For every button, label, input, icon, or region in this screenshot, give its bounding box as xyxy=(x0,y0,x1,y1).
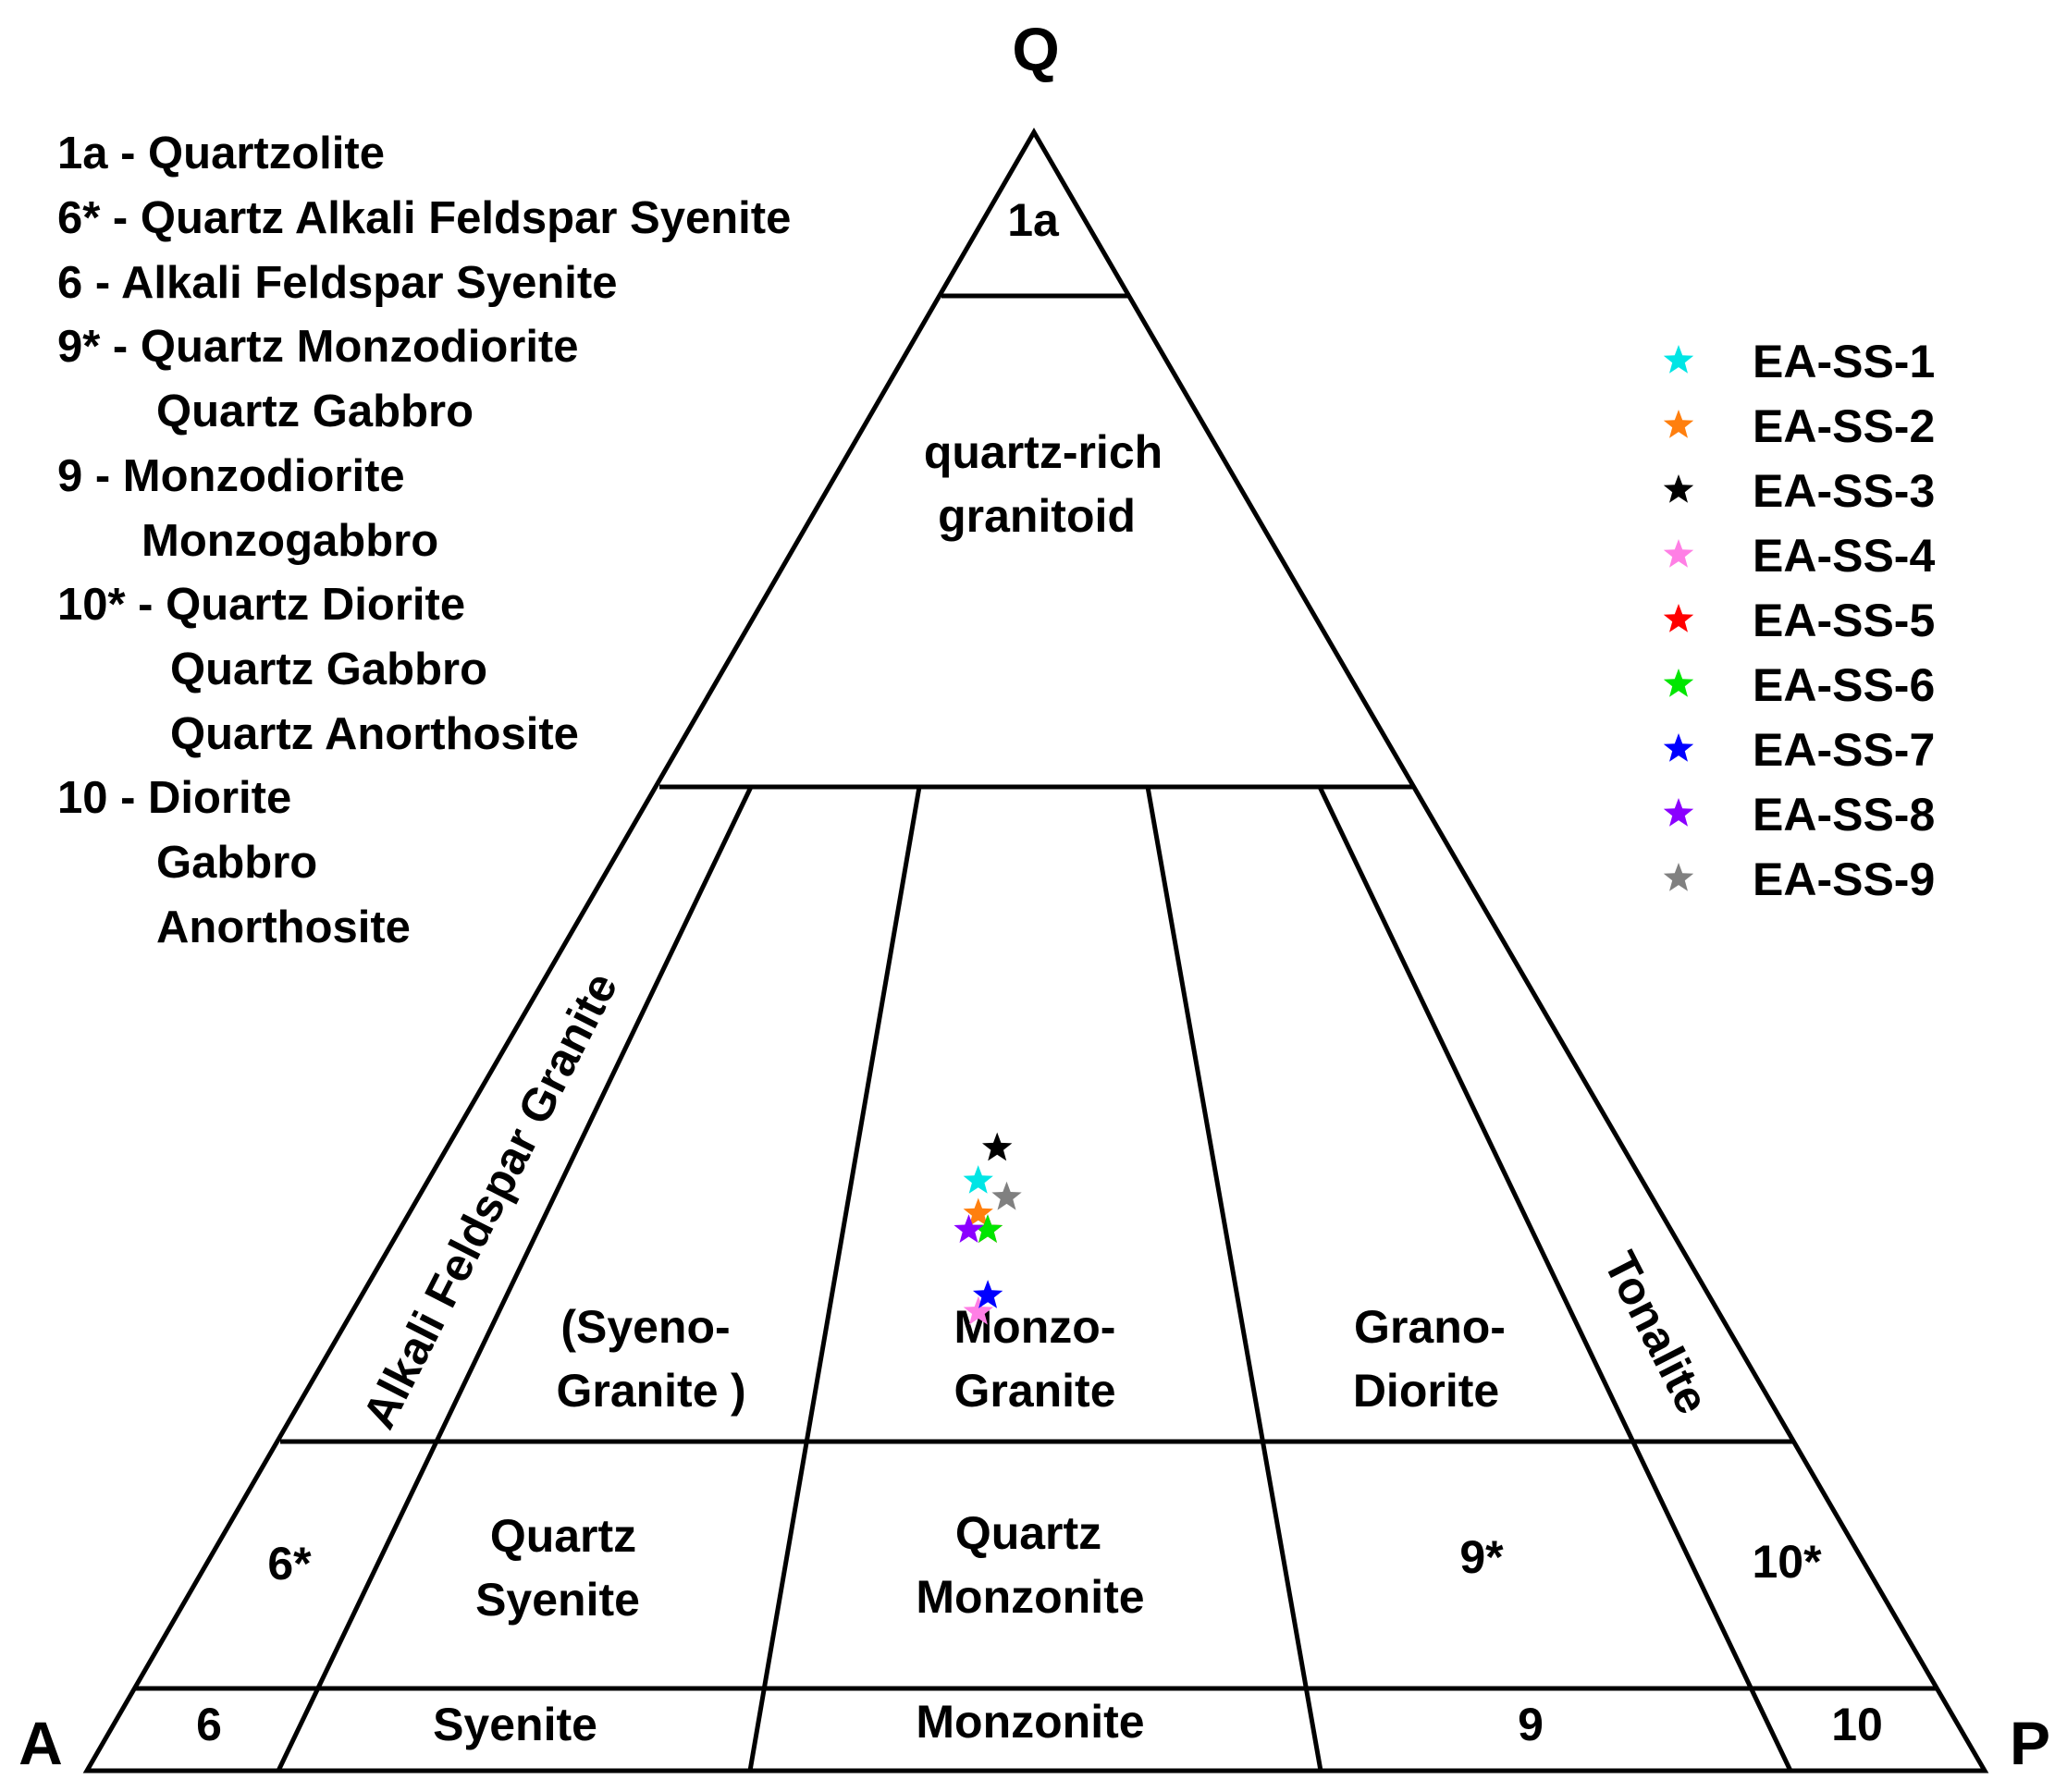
legend-marker xyxy=(1663,669,1694,697)
legend-label: EA-SS-1 xyxy=(1753,336,1935,387)
key-line: Quartz Anorthosite xyxy=(170,709,579,759)
field-label-quartz-monzonite-line2: Monzonite xyxy=(916,1571,1144,1623)
field-label-grano-diorite-line1: Grano- xyxy=(1354,1301,1506,1353)
field-label-6: 6 xyxy=(196,1699,222,1750)
sample-point-ea-ss-6 xyxy=(972,1214,1003,1243)
legend-marker xyxy=(1663,733,1694,762)
field-label-grano-diorite-line2: Diorite xyxy=(1353,1365,1499,1417)
field-label-syeno-granite-line1: (Syeno- xyxy=(560,1301,730,1353)
sample-point-ea-ss-7 xyxy=(973,1280,1003,1308)
sample-point-ea-ss-2 xyxy=(963,1197,993,1227)
boundary-p10 xyxy=(276,785,754,1773)
key-line: Anorthosite xyxy=(156,902,411,952)
field-label-9: 9 xyxy=(1518,1699,1544,1750)
field-label-10star: 10* xyxy=(1752,1536,1822,1588)
legend-label: EA-SS-6 xyxy=(1753,659,1935,711)
legend-label: EA-SS-9 xyxy=(1753,853,1935,905)
field-boundaries xyxy=(82,128,1989,1774)
key-line: Quartz Gabbro xyxy=(170,644,487,694)
legend-marker xyxy=(1663,474,1694,503)
sample-point-ea-ss-9 xyxy=(991,1181,1022,1210)
sample-point-ea-ss-3 xyxy=(982,1132,1013,1161)
legend-marker xyxy=(1663,604,1694,632)
sample-point-ea-ss-1 xyxy=(963,1165,993,1194)
legend-label: EA-SS-7 xyxy=(1753,724,1935,776)
legend-label: EA-SS-2 xyxy=(1753,400,1935,452)
legend: EA-SS-1EA-SS-2EA-SS-3EA-SS-4EA-SS-5EA-SS… xyxy=(1663,336,1935,905)
legend-label: EA-SS-5 xyxy=(1753,595,1935,646)
key-line: Gabbro xyxy=(156,838,317,888)
field-label-9star: 9* xyxy=(1459,1531,1504,1583)
boundary-p90 xyxy=(1317,785,1793,1773)
key-line: 6* - Quartz Alkali Feldspar Syenite xyxy=(57,193,791,243)
field-label-syeno-granite-paren: ) xyxy=(731,1365,746,1417)
field-label-monzonite: Monzonite xyxy=(916,1696,1144,1748)
field-label-syenite: Syenite xyxy=(433,1699,597,1750)
legend-marker xyxy=(1663,410,1694,438)
key-line: 9 - Monzodiorite xyxy=(57,451,405,501)
field-label-quartz-syenite-line2: Syenite xyxy=(475,1574,640,1626)
field-label-quartz-monzonite-line1: Quartz xyxy=(955,1507,1101,1559)
key-line: Monzogabbro xyxy=(141,516,438,566)
legend-label: EA-SS-3 xyxy=(1753,465,1935,517)
field-label-syeno-granite-line2: Granite xyxy=(556,1365,718,1417)
corner-label-q: Q xyxy=(1012,15,1059,83)
key-line: 9* - Quartz Monzodiorite xyxy=(57,322,579,372)
key-line: 10* - Quartz Diorite xyxy=(57,580,465,630)
field-label-10: 10 xyxy=(1831,1699,1883,1750)
legend-marker xyxy=(1663,345,1694,374)
sample-point-ea-ss-8 xyxy=(954,1214,984,1243)
field-label-1a: 1a xyxy=(1007,194,1060,246)
triangle-outline xyxy=(82,128,1989,1774)
legend-marker xyxy=(1663,863,1694,891)
field-key: 1a - Quartzolite 6* - Quartz Alkali Feld… xyxy=(57,129,791,952)
legend-label: EA-SS-8 xyxy=(1753,789,1935,841)
key-line: 10 - Diorite xyxy=(57,773,291,823)
corner-label-a: A xyxy=(18,1709,63,1777)
field-label-monzo-granite-line2: Granite xyxy=(954,1365,1115,1417)
key-line: 6 - Alkali Feldspar Syenite xyxy=(57,258,617,308)
boundary-p35 xyxy=(747,786,922,1772)
legend-marker xyxy=(1663,539,1694,568)
field-label-quartz-rich-line1: quartz-rich xyxy=(924,426,1163,478)
sample-point-ea-ss-4 xyxy=(963,1295,993,1325)
field-label-quartz-syenite-line1: Quartz xyxy=(490,1510,636,1562)
sample-points xyxy=(954,1132,1022,1325)
legend-label: EA-SS-4 xyxy=(1753,530,1935,582)
boundary-p65 xyxy=(1145,786,1323,1772)
legend-marker xyxy=(1663,798,1694,827)
key-line: 1a - Quartzolite xyxy=(57,129,385,178)
key-line: Quartz Gabbro xyxy=(156,387,474,436)
corner-label-p: P xyxy=(2010,1709,2050,1777)
field-label-6star: 6* xyxy=(267,1538,312,1589)
field-label-quartz-rich-line2: granitoid xyxy=(938,490,1136,542)
